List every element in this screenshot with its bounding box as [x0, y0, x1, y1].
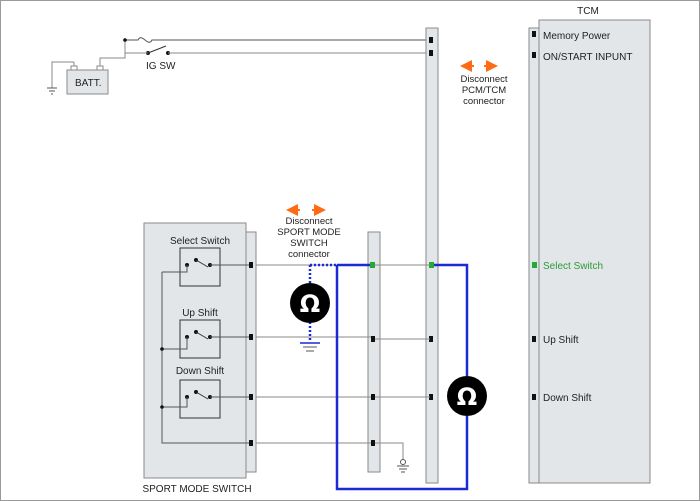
- pcm-pin-select: [429, 262, 434, 268]
- harness-ground-icon: [397, 459, 409, 473]
- pcm-pin-memory: [429, 37, 433, 43]
- tcm-pin-on-start-input: ON/START INPUNT: [543, 52, 632, 63]
- battery-terminal-neg: [70, 65, 78, 71]
- ohmmeter-right: Ω: [447, 376, 487, 416]
- sport-disconnect-line4: connector: [288, 249, 330, 260]
- battery-ground-icon: [47, 87, 57, 95]
- battery-terminal-pos: [96, 65, 104, 71]
- sport-up-shift-switch: [179, 319, 221, 359]
- sport-select-switch: [179, 247, 221, 287]
- tcm-pin-memory-power: Memory Power: [543, 31, 611, 42]
- tcm-pin-down-shift: Down Shift: [543, 393, 592, 404]
- ohmmeter-left: Ω: [290, 283, 330, 323]
- ignition-switch-icon: [146, 45, 170, 55]
- sport-disconnect-line2: SPORT MODE: [277, 227, 341, 238]
- sport-disconnect-line1: Disconnect: [286, 216, 333, 227]
- tcm-pin-select-switch: Select Switch: [543, 261, 603, 272]
- ohmmeter-right-symbol: Ω: [457, 383, 477, 411]
- sport-connector-bar: [367, 231, 381, 473]
- battery-circuit: BATT. IG SW: [47, 37, 430, 95]
- battery-label: BATT.: [75, 78, 101, 89]
- pcm-disconnect-line2: PCM/TCM: [462, 85, 506, 96]
- fuse-icon: [125, 37, 430, 43]
- pcm-disconnect-line1: Disconnect: [461, 74, 508, 85]
- battery-box: [66, 69, 109, 95]
- sport-down-shift-switch: [179, 379, 221, 419]
- tcm-pin-up-shift: Up Shift: [543, 335, 579, 346]
- pcm-pin-onstart: [429, 50, 433, 56]
- tcm-module: [538, 19, 651, 484]
- pcm-connector-bar: [425, 27, 439, 484]
- ohmmeter-left-symbol: Ω: [300, 290, 320, 318]
- sport-up-shift-label: Up Shift: [182, 308, 218, 319]
- pcm-pin-down: [429, 394, 433, 400]
- pcm-disconnect-line3: connector: [463, 96, 505, 107]
- ignition-switch-label: IG SW: [146, 61, 176, 72]
- sport-disconnect-line3: SWITCH: [290, 238, 328, 249]
- pcm-pin-up: [429, 336, 433, 342]
- sport-mode-switch-title: SPORT MODE SWITCH: [142, 484, 251, 495]
- sport-select-switch-label: Select Switch: [170, 236, 230, 247]
- probe-wiring: [308, 263, 469, 491]
- tcm-title: TCM: [577, 6, 599, 17]
- meter-ground-icon: [300, 342, 320, 352]
- sport-down-shift-label: Down Shift: [176, 366, 225, 377]
